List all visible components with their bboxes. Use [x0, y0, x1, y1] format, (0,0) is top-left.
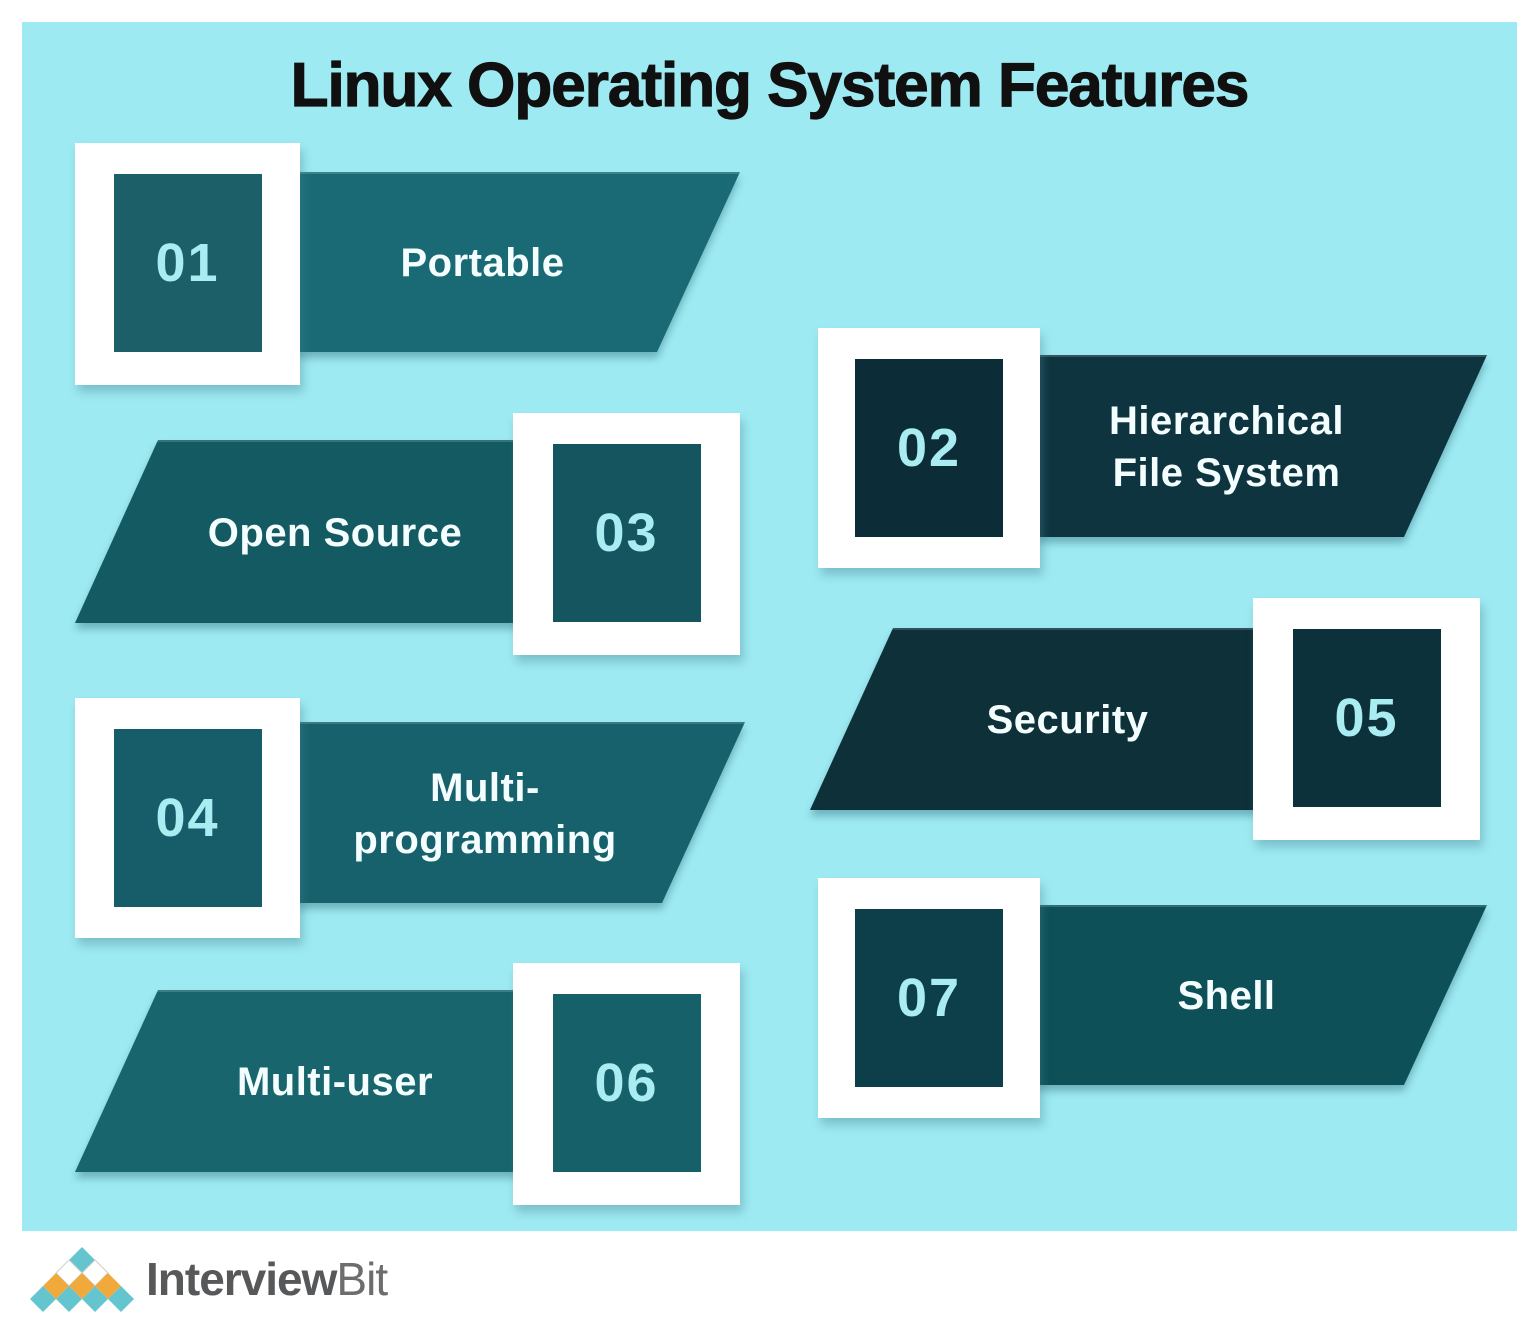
feature-label: Shell	[1177, 974, 1276, 1018]
banner-shape: Multi-user	[75, 990, 535, 1172]
number-text: 02	[896, 418, 962, 478]
feature-banner: Open Source	[75, 440, 535, 623]
logo-mark	[30, 1246, 134, 1312]
brand-name: InterviewBit	[146, 1252, 388, 1306]
banner-shape: Shell	[1036, 905, 1487, 1085]
number-text: 03	[594, 503, 659, 563]
banner-shape: Open Source	[75, 440, 535, 623]
number-frame: 05	[1253, 598, 1480, 840]
brand-logo: InterviewBit	[30, 1243, 388, 1315]
logo-diamond-cyan	[108, 1285, 134, 1312]
number-text: 04	[155, 788, 220, 848]
page-title: Linux Operating System Features	[290, 50, 1250, 120]
feature-banner: Security	[810, 628, 1265, 810]
number-box: 02	[855, 359, 1003, 537]
logo-diamond-cyan	[30, 1285, 56, 1312]
banner-shape: Hierarchical File System	[1036, 355, 1487, 537]
feature-banner: Multi- programming	[295, 722, 745, 903]
number-box: 07	[855, 909, 1003, 1087]
number-text: 07	[896, 968, 962, 1028]
feature-label: Portable	[400, 241, 565, 285]
feature-label: Security	[986, 698, 1149, 742]
logo-diamond-cyan	[82, 1285, 108, 1312]
number-frame: 06	[513, 963, 740, 1205]
banner-shape: Security	[810, 628, 1265, 810]
number-box: 01	[113, 174, 262, 352]
brand-name-secondary: Bit	[336, 1253, 388, 1305]
banner-shape: Multi- programming	[295, 722, 745, 903]
footer-bar: InterviewBit	[0, 1231, 1536, 1326]
feature-banner: Portable	[295, 172, 740, 352]
number-text: 05	[1334, 688, 1399, 748]
banner-shape: Portable	[295, 172, 740, 352]
number-frame: 07	[818, 878, 1040, 1118]
number-frame: 01	[75, 143, 300, 385]
number-box: 03	[552, 444, 701, 622]
feature-label: Multi-user	[236, 1060, 434, 1104]
number-box: 04	[113, 729, 262, 907]
number-frame: 03	[513, 413, 740, 655]
number-text: 06	[594, 1053, 659, 1113]
feature-label: Open Source	[207, 510, 463, 555]
feature-label: Hierarchical File System	[1108, 399, 1345, 495]
number-box: 05	[1292, 629, 1441, 807]
feature-banner: Hierarchical File System	[1036, 355, 1487, 537]
number-frame: 02	[818, 328, 1040, 568]
number-box: 06	[552, 994, 701, 1172]
feature-banner: Multi-user	[75, 990, 535, 1172]
brand-name-primary: Interview	[146, 1253, 337, 1305]
number-text: 01	[155, 233, 220, 293]
feature-banner: Shell	[1036, 905, 1487, 1085]
number-frame: 04	[75, 698, 300, 938]
logo-diamond-cyan	[56, 1285, 82, 1312]
feature-label: Multi- programming	[353, 765, 617, 862]
